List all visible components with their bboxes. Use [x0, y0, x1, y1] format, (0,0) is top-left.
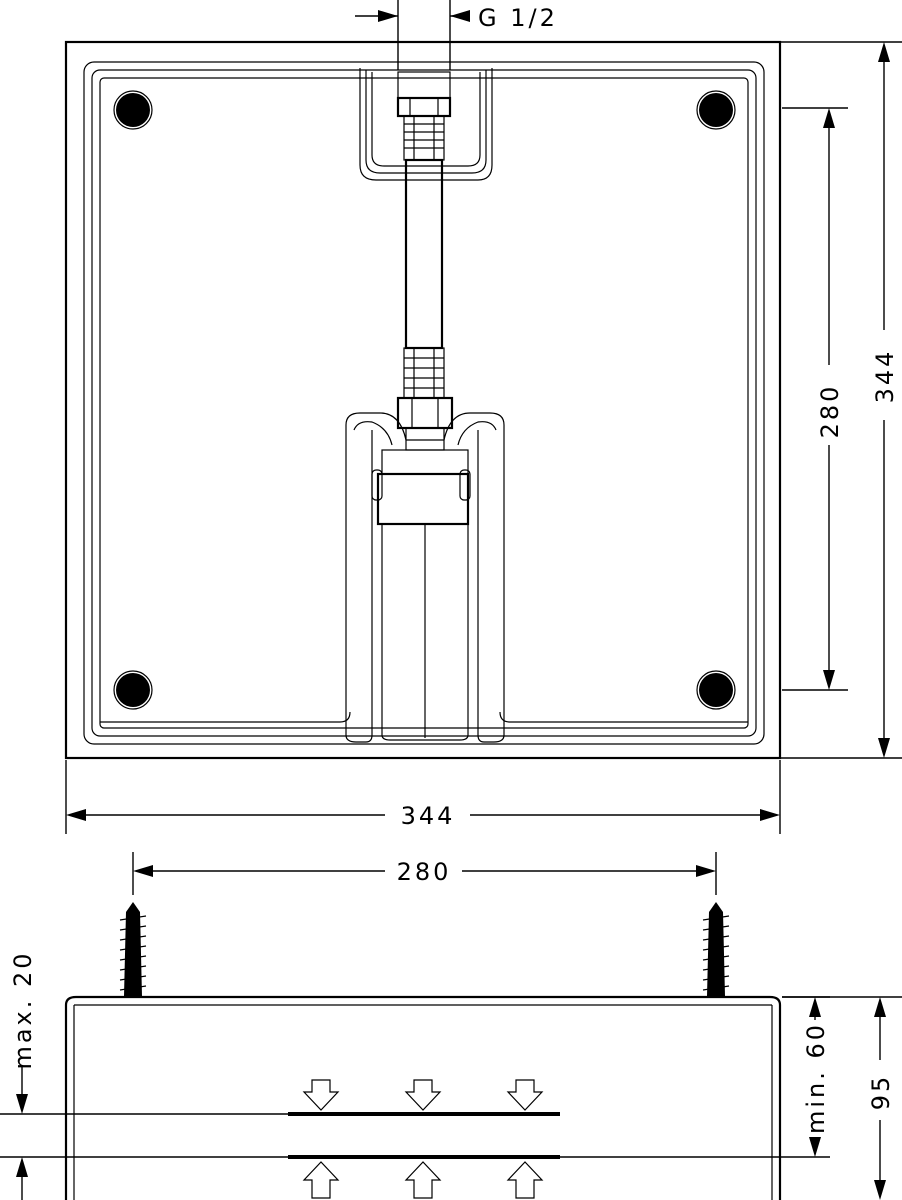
dimension-max-adjust: max. 20: [9, 950, 37, 1200]
adjust-arrows-up: [302, 1161, 544, 1199]
min-depth-label: min. 60: [802, 1022, 830, 1134]
dimension-hole-spacing-horizontal: 280: [132, 852, 717, 895]
inlet-pocket: [359, 68, 493, 181]
height-total-label: 344: [871, 349, 899, 404]
dimension-hole-spacing-vertical: 280: [782, 107, 848, 691]
housing-side: [64, 995, 782, 1200]
side-view: [0, 902, 830, 1200]
side-height-label: 95: [867, 1074, 895, 1111]
dimension-min-depth: min. 60: [782, 996, 830, 1157]
mounting-hole-bottom-left: [116, 673, 150, 707]
connection-hose: [396, 71, 454, 451]
adjust-arrows-down: [302, 1079, 544, 1111]
bevel-inner: [91, 69, 757, 737]
control-module: [381, 449, 469, 475]
mounting-hole-top-right: [699, 93, 733, 127]
dimension-thread: G 1/2: [355, 0, 558, 70]
top-view: [64, 40, 782, 760]
dimension-width-total: 344: [65, 760, 781, 834]
dimension-side-height: 95: [782, 996, 902, 1200]
max-adjust-label: max. 20: [9, 950, 37, 1069]
width-total-label: 344: [401, 802, 456, 830]
hole-spacing-horizontal-label: 280: [397, 858, 452, 886]
screw-right: [702, 902, 730, 996]
mounting-hole-bottom-right: [699, 673, 733, 707]
screw-left: [119, 902, 147, 996]
dimension-height-total: 344: [780, 41, 902, 759]
hole-spacing-vertical-label: 280: [816, 384, 844, 439]
center-channel: [345, 412, 505, 743]
outer-frame: [64, 40, 782, 760]
thread-label: G 1/2: [478, 4, 558, 32]
mounting-hole-top-left: [116, 93, 150, 127]
inner-panel: [99, 77, 749, 729]
bevel-outer: [83, 61, 765, 745]
